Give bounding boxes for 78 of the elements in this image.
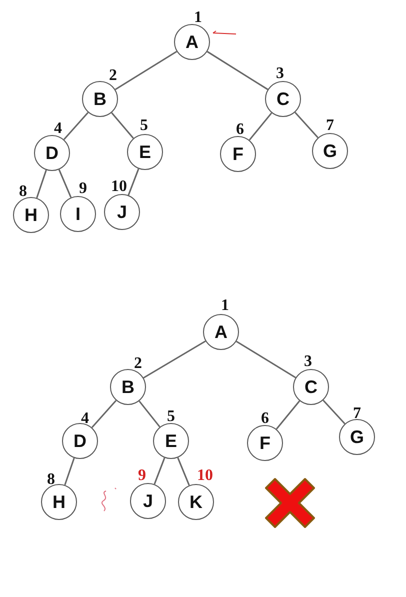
tree-edge <box>138 400 160 428</box>
node-letter: G <box>350 428 364 446</box>
tree-node-circle <box>247 425 283 461</box>
node-letter: G <box>322 142 337 160</box>
node-letter: B <box>122 378 134 396</box>
tree-node-circle <box>60 196 96 232</box>
node-letter: A <box>186 33 198 51</box>
tree-edge <box>111 112 134 139</box>
tree-edge <box>63 112 89 140</box>
tree-edge <box>236 340 296 378</box>
node-index-number: 5 <box>167 409 175 425</box>
node-index-number: 4 <box>54 121 62 137</box>
node-letter: C <box>304 378 318 396</box>
tree-edge <box>58 169 72 198</box>
node-index-number: 10 <box>197 468 213 484</box>
node-letter: F <box>232 145 244 163</box>
node-letter: D <box>74 432 86 450</box>
node-index-number: 3 <box>304 354 312 370</box>
node-index-number: 9 <box>79 181 87 197</box>
tree-edge <box>91 400 117 428</box>
tree-edge <box>177 457 190 486</box>
node-index-number: 7 <box>326 118 334 134</box>
tree-edge <box>143 340 206 378</box>
node-index-number: 6 <box>261 411 269 427</box>
node-letter: F <box>260 434 270 452</box>
node-index-number: 8 <box>47 472 55 488</box>
node-letter: D <box>46 144 58 162</box>
tree-node-circle <box>104 194 140 230</box>
tree-node-circle <box>82 81 118 117</box>
node-letter: C <box>276 90 290 108</box>
tree-node-circle <box>293 369 329 405</box>
tree-edge <box>154 458 166 484</box>
tree-edge <box>206 50 268 90</box>
tree-node-circle <box>265 81 301 117</box>
tree-node-circle <box>127 134 163 170</box>
node-index-number: 3 <box>276 66 284 82</box>
tree-edge <box>128 168 140 196</box>
node-index-number: 9 <box>138 468 146 484</box>
tree-edge <box>322 400 346 424</box>
tree-edge <box>64 458 75 486</box>
tree-node-circle <box>62 423 98 459</box>
tree-edge <box>276 400 300 430</box>
tree-node-circle <box>220 136 256 172</box>
tree-node-circle <box>130 483 166 519</box>
node-index-number: 1 <box>194 10 202 26</box>
node-letter: A <box>214 323 228 341</box>
tree-node-circle <box>312 133 348 169</box>
tree-node-circle <box>34 135 70 171</box>
tree-node-circle <box>41 484 77 520</box>
node-letter: H <box>24 206 38 224</box>
node-index-number: 8 <box>19 184 27 200</box>
tree-edge <box>114 50 178 90</box>
node-letter: E <box>138 143 151 161</box>
tree-node-circle <box>339 419 375 455</box>
node-index-number: 7 <box>353 406 361 422</box>
node-letter: J <box>142 492 153 510</box>
node-index-number: 5 <box>140 118 148 134</box>
tree-node-circle <box>174 24 210 60</box>
node-index-number: 2 <box>109 68 117 84</box>
tree-edge <box>36 170 47 198</box>
tree-edge <box>294 112 318 138</box>
node-index-number: 10 <box>111 179 127 195</box>
tree-node-circle <box>203 314 239 350</box>
node-letter: I <box>75 205 80 223</box>
tree-node-circle <box>178 484 214 520</box>
node-letter: E <box>164 432 177 450</box>
tree-node-circle <box>110 369 146 405</box>
tree-edge <box>248 112 272 141</box>
node-index-number: 1 <box>221 298 229 314</box>
node-letter: H <box>52 493 66 511</box>
node-letter: B <box>94 90 106 108</box>
node-letter: J <box>116 203 127 221</box>
node-letter: K <box>190 493 202 511</box>
node-index-number: 6 <box>236 122 244 138</box>
tree-node-circle <box>13 197 49 233</box>
node-index-number: 4 <box>81 411 89 427</box>
node-index-number: 2 <box>134 356 142 372</box>
tree-node-circle <box>153 423 189 459</box>
